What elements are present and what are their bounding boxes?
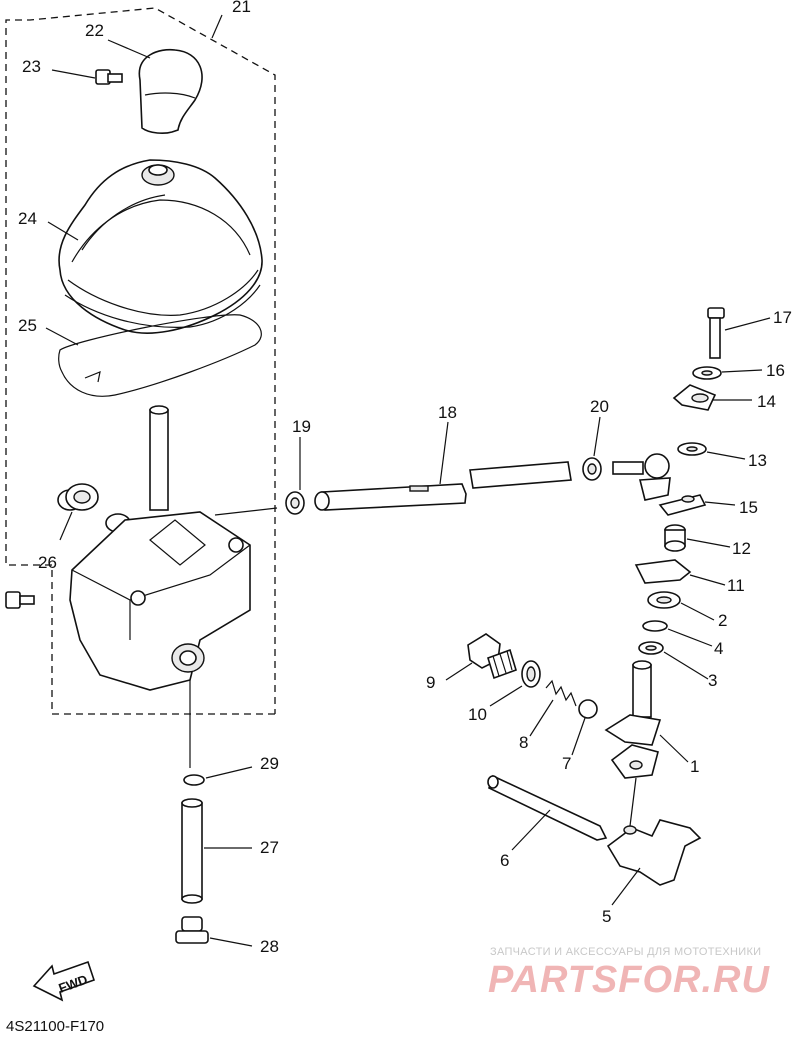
part-13-washer[interactable] (677, 442, 707, 456)
part-1-shift-shaft[interactable] (604, 660, 662, 779)
callout-17: 17 (773, 308, 792, 327)
callout-7: 7 (562, 754, 571, 773)
callout-12: 12 (732, 539, 751, 558)
callout-19: 19 (292, 417, 311, 436)
part-17-bolt[interactable] (707, 307, 725, 359)
part-16-washer[interactable] (692, 366, 722, 380)
part-18-shaft[interactable] (314, 461, 572, 511)
callout-labels: 1 2 3 4 5 6 7 8 9 10 11 12 13 14 15 16 1… (18, 0, 792, 956)
callout-3: 3 (708, 671, 717, 690)
part-24-shift-boot[interactable] (58, 159, 263, 334)
callout-11: 11 (727, 576, 745, 595)
callout-20: 20 (590, 397, 609, 416)
callout-22: 22 (85, 21, 104, 40)
callout-4: 4 (714, 639, 723, 658)
part-28-cap[interactable] (175, 916, 209, 944)
part-19-washer[interactable] (285, 491, 305, 515)
part-9-plug[interactable] (467, 633, 517, 680)
shift-lever-assembly-boundary (5, 7, 276, 715)
callout-25: 25 (18, 316, 37, 335)
part-6-rod[interactable] (487, 774, 608, 841)
callout-28: 28 (260, 937, 279, 956)
callout-6: 6 (500, 851, 509, 870)
callout-10: 10 (468, 705, 487, 724)
part-3-washer[interactable] (638, 641, 664, 655)
watermark: ЗАПЧАСТИ И АКСЕССУАРЫ ДЛЯ МОТОТЕХНИКИ PA… (488, 946, 770, 1001)
callout-26: 26 (38, 553, 57, 572)
callout-2: 2 (718, 611, 727, 630)
part-7-ball[interactable] (578, 699, 598, 719)
callout-14: 14 (757, 392, 776, 411)
part-4-circlip[interactable] (642, 620, 668, 632)
part-15-plate[interactable] (658, 494, 707, 516)
callout-8: 8 (519, 733, 528, 752)
shift-lever-housing (69, 511, 251, 691)
shift-lever-rod (149, 405, 169, 511)
part-2-bushing[interactable] (647, 591, 681, 609)
part-20-washer[interactable] (582, 457, 602, 481)
callout-13: 13 (748, 451, 767, 470)
leader-lines (45, 14, 771, 947)
diagram-code: 4S21100-F170 (6, 1018, 104, 1035)
part-27-pin[interactable] (181, 798, 203, 904)
callout-21: 21 (232, 0, 251, 16)
part-23-bolt[interactable] (95, 69, 123, 85)
part-5-shift-fork[interactable] (606, 819, 702, 886)
callout-5: 5 (602, 907, 611, 926)
part-10-gasket[interactable] (521, 660, 541, 688)
callout-24: 24 (18, 209, 37, 228)
callout-18: 18 (438, 403, 457, 422)
part-14-clip[interactable] (672, 384, 717, 411)
watermark-brand: PARTSFOR.RU (488, 959, 770, 1001)
part-26-bushing[interactable] (57, 483, 131, 533)
housing-side-bolt (5, 591, 35, 609)
part-8-spring[interactable] (545, 679, 577, 707)
callout-23: 23 (22, 57, 41, 76)
watermark-subtitle: ЗАПЧАСТИ И АКСЕССУАРЫ ДЛЯ МОТОТЕХНИКИ (490, 946, 761, 958)
callout-15: 15 (739, 498, 758, 517)
part-25-boot-seal[interactable] (58, 314, 262, 397)
part-22-shift-knob[interactable] (138, 48, 203, 134)
fwd-arrow: FWD (32, 960, 96, 1002)
callout-27: 27 (260, 838, 279, 857)
part-29-clip[interactable] (183, 774, 205, 786)
part-11-bracket[interactable] (634, 559, 692, 584)
shift-arm-joint (612, 453, 671, 501)
callout-9: 9 (426, 673, 435, 692)
callout-16: 16 (766, 361, 785, 380)
part-12-collar[interactable] (664, 524, 686, 552)
callout-1: 1 (690, 757, 699, 776)
callout-29: 29 (260, 754, 279, 773)
